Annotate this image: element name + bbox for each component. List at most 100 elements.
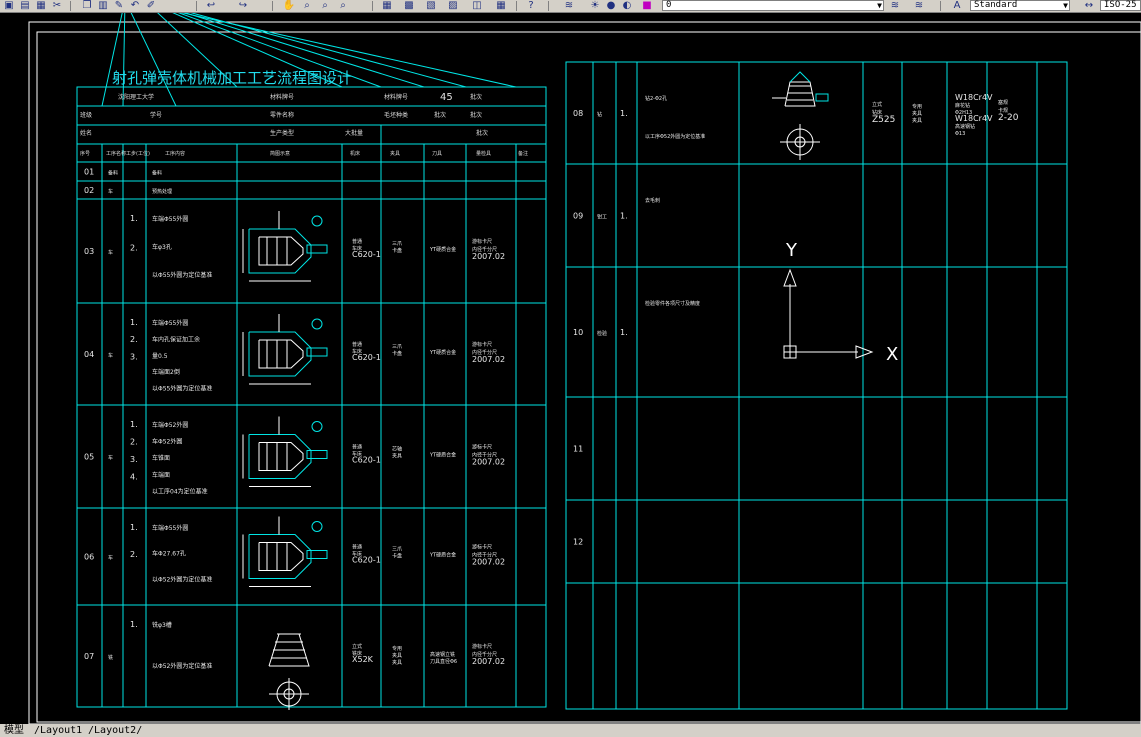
header-material-value: 45 (440, 92, 453, 103)
layer-state-icon[interactable]: ≋ (890, 0, 900, 11)
row-process-name: 车 (108, 455, 113, 462)
row-gauge: 2007.02 (472, 252, 505, 261)
row-content: 车端Φ52外圆 (152, 421, 188, 429)
text-style-combo[interactable]: Standard ▼ (970, 0, 1070, 11)
row-gauge: 游标卡尺 (472, 444, 492, 451)
right-row-machine: 立式 (872, 101, 882, 108)
ucs-icon (783, 268, 874, 359)
row-step: 1. (130, 214, 138, 223)
dim-style-icon[interactable]: ↔ (1084, 0, 1094, 11)
markup-icon[interactable]: ◫ (472, 0, 482, 11)
help-icon[interactable]: ? (528, 0, 534, 11)
lock-icon: ◐ (622, 0, 632, 11)
row-machine: 车床 (352, 551, 362, 558)
header-school: 沈阳理工大学 (118, 93, 154, 101)
row-content: 车端面 (152, 471, 170, 479)
row-step: 2. (130, 243, 138, 252)
right-process-table (565, 61, 1068, 710)
right-row-content: 检验零件各项尺寸及精度 (645, 300, 700, 307)
right-row-tool: W18Cr4V (955, 114, 993, 123)
ucs-y-label: Y (785, 240, 798, 261)
drawing-title: 射孔弹壳体机械加工工艺流程图设计 (112, 69, 353, 87)
right-row-tool: Φ13 (955, 131, 965, 137)
row-machine: C620-1 (352, 456, 381, 465)
row-machine: 车床 (352, 451, 362, 458)
dim-style-combo[interactable]: ISO-25 (1100, 0, 1141, 11)
text-style-icon[interactable]: A (953, 0, 961, 11)
cut-icon[interactable]: ✂ (52, 0, 62, 11)
layer-icon[interactable]: ≋ (564, 0, 574, 11)
right-row-number: 09 (573, 212, 583, 221)
zoom-window-icon[interactable]: ⌕ (322, 0, 328, 11)
undo-icon[interactable]: ↶ (130, 0, 140, 11)
ucs-x-label: X (886, 344, 898, 365)
row-content: 备料 (152, 170, 162, 177)
row-number: 03 (84, 247, 94, 256)
layer-combo[interactable]: 0 ▼ (662, 0, 884, 11)
row-gauge: 游标卡尺 (472, 238, 492, 245)
undo-icon[interactable]: ↩ (206, 0, 216, 11)
process-sketch (242, 211, 328, 282)
header-class-label: 班级 (80, 111, 92, 119)
sheet-set-icon[interactable]: ▨ (448, 0, 458, 11)
row-fixture: 三爪 (392, 241, 402, 247)
properties-icon[interactable]: ▦ (382, 0, 392, 11)
right-row-number: 10 (573, 328, 583, 337)
row-number: 07 (84, 652, 94, 661)
save-icon[interactable]: ▤ (20, 0, 30, 11)
tab-layout1[interactable]: /Layout1 (34, 725, 83, 736)
row-fixture: 卡盘 (392, 247, 402, 254)
row-machine: 车床 (352, 348, 362, 355)
chevron-down-icon[interactable]: ▼ (1063, 1, 1068, 10)
right-row-gauge: 卡规 (998, 107, 1008, 114)
row-content: 铣φ3槽 (152, 621, 172, 629)
right-row-content: 以工序Φ52外圆为定位基准 (645, 133, 705, 140)
paste-icon[interactable]: ▥ (98, 0, 108, 11)
zoom-icon[interactable]: ⌕ (304, 0, 310, 11)
row-content: 车端面2倒 (152, 368, 180, 376)
row-tool: YT硬质合金 (429, 552, 456, 559)
open-icon[interactable]: ▣ (4, 0, 14, 11)
row-gauge: 内径千分尺 (472, 452, 497, 459)
print-icon[interactable]: ▦ (36, 0, 46, 11)
redo-icon[interactable]: ↪ (238, 0, 248, 11)
tab-model[interactable]: 模型 (4, 725, 24, 736)
header-batch-label: 批次 (470, 93, 482, 101)
row-content: 预热处理 (152, 188, 172, 195)
process-sketch (268, 633, 310, 710)
header-part-label: 材料牌号 (270, 93, 294, 101)
right-row-content: 去毛刺 (645, 197, 660, 204)
pan-icon[interactable]: ✋ (282, 0, 296, 11)
zoom-previous-icon[interactable]: ⌕ (340, 0, 346, 11)
right-row-process-name: 钳工 (597, 214, 607, 221)
tab-layout2[interactable]: /Layout2/ (88, 725, 143, 736)
row-content: 以Φ52外圆为定位基准 (152, 575, 212, 583)
redo-icon[interactable]: ✐ (146, 0, 156, 11)
row-tool: 刀具直径Φ6 (430, 658, 457, 665)
layer-previous-icon[interactable]: ≋ (914, 0, 924, 11)
match-icon[interactable]: ✎ (114, 0, 124, 11)
row-number: 06 (84, 553, 94, 562)
row-process-name: 车 (108, 188, 113, 195)
row-fixture: 专用 (392, 645, 402, 652)
calc-icon[interactable]: ▦ (496, 0, 506, 11)
row-gauge: 内径千分尺 (472, 349, 497, 356)
process-sketch (242, 516, 328, 587)
column-header: 夹具 (390, 150, 400, 157)
process-sketch (242, 416, 328, 487)
row-machine: C620-1 (352, 353, 381, 362)
header-prod-type-value: 大批量 (345, 129, 363, 137)
row-machine: 普通 (352, 238, 362, 245)
column-header: 刀具 (432, 151, 442, 157)
tool-palette-icon[interactable]: ▧ (426, 0, 436, 11)
row-machine: 铣床 (352, 650, 362, 657)
row-machine: 立式 (352, 643, 362, 650)
row-step: 1. (130, 523, 138, 532)
copy-icon[interactable]: ❐ (82, 0, 92, 11)
row-tool: YT硬质合金 (429, 349, 456, 356)
right-row-number: 11 (573, 445, 583, 454)
design-center-icon[interactable]: ▩ (404, 0, 414, 11)
chevron-down-icon[interactable]: ▼ (877, 1, 882, 10)
